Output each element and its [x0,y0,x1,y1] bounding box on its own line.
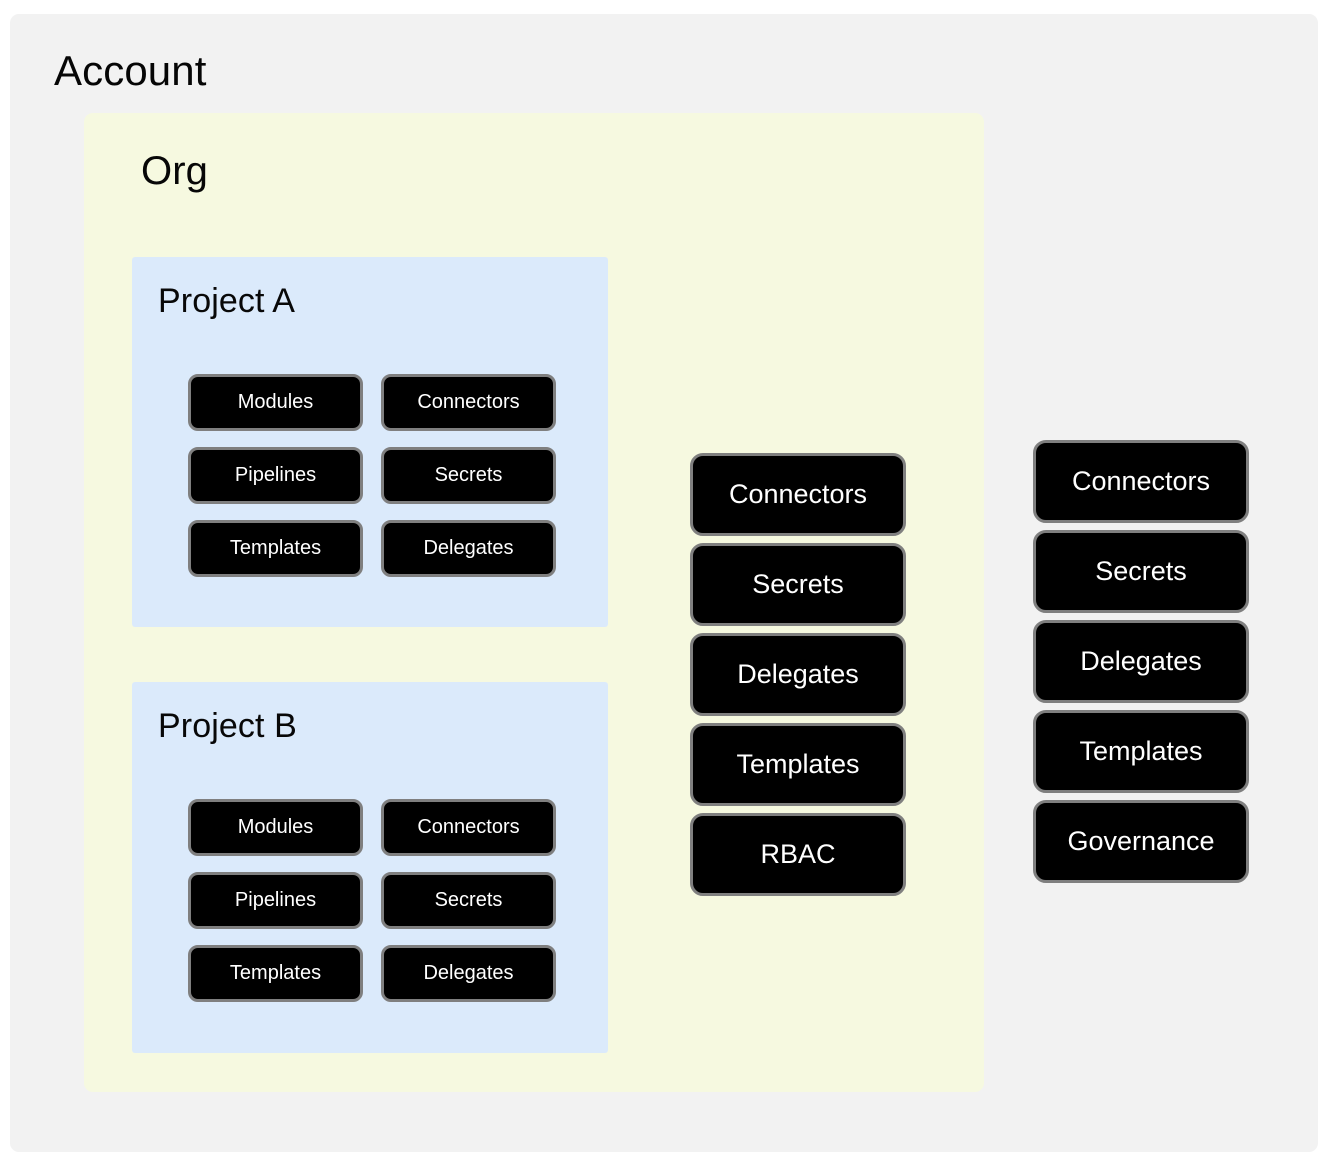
project-b-resource-secrets[interactable]: Secrets [381,872,556,929]
account-resource-secrets[interactable]: Secrets [1033,530,1249,613]
org-resource-secrets[interactable]: Secrets [690,543,906,626]
org-resource-delegates[interactable]: Delegates [690,633,906,716]
account-resource-connectors[interactable]: Connectors [1033,440,1249,523]
project-b-resource-modules[interactable]: Modules [188,799,363,856]
org-resource-column: Connectors Secrets Delegates Templates R… [690,453,906,896]
project-b-label: Project B [158,707,297,745]
account-scope: Account Org Project A Modules Connectors… [10,14,1318,1152]
org-scope: Org Project A Modules Connectors Pipelin… [84,113,984,1092]
project-a-resource-connectors[interactable]: Connectors [381,374,556,431]
org-scope-label: Org [141,149,208,193]
org-resource-rbac[interactable]: RBAC [690,813,906,896]
account-scope-label: Account [54,47,207,94]
org-resource-templates[interactable]: Templates [690,723,906,806]
project-a-label: Project A [158,282,295,320]
project-a-resource-templates[interactable]: Templates [188,520,363,577]
project-a-resource-secrets[interactable]: Secrets [381,447,556,504]
project-b-resource-grid: Modules Connectors Pipelines Secrets Tem… [188,799,556,1002]
project-b-resource-templates[interactable]: Templates [188,945,363,1002]
project-a-resource-delegates[interactable]: Delegates [381,520,556,577]
project-b-resource-pipelines[interactable]: Pipelines [188,872,363,929]
project-a-resource-pipelines[interactable]: Pipelines [188,447,363,504]
org-resource-connectors[interactable]: Connectors [690,453,906,536]
account-resource-column: Connectors Secrets Delegates Templates G… [1033,440,1249,883]
project-scope-a: Project A Modules Connectors Pipelines S… [132,257,608,627]
project-a-resource-modules[interactable]: Modules [188,374,363,431]
account-resource-templates[interactable]: Templates [1033,710,1249,793]
project-scope-b: Project B Modules Connectors Pipelines S… [132,682,608,1053]
account-resource-governance[interactable]: Governance [1033,800,1249,883]
project-b-resource-delegates[interactable]: Delegates [381,945,556,1002]
project-a-resource-grid: Modules Connectors Pipelines Secrets Tem… [188,374,556,577]
project-b-resource-connectors[interactable]: Connectors [381,799,556,856]
account-resource-delegates[interactable]: Delegates [1033,620,1249,703]
